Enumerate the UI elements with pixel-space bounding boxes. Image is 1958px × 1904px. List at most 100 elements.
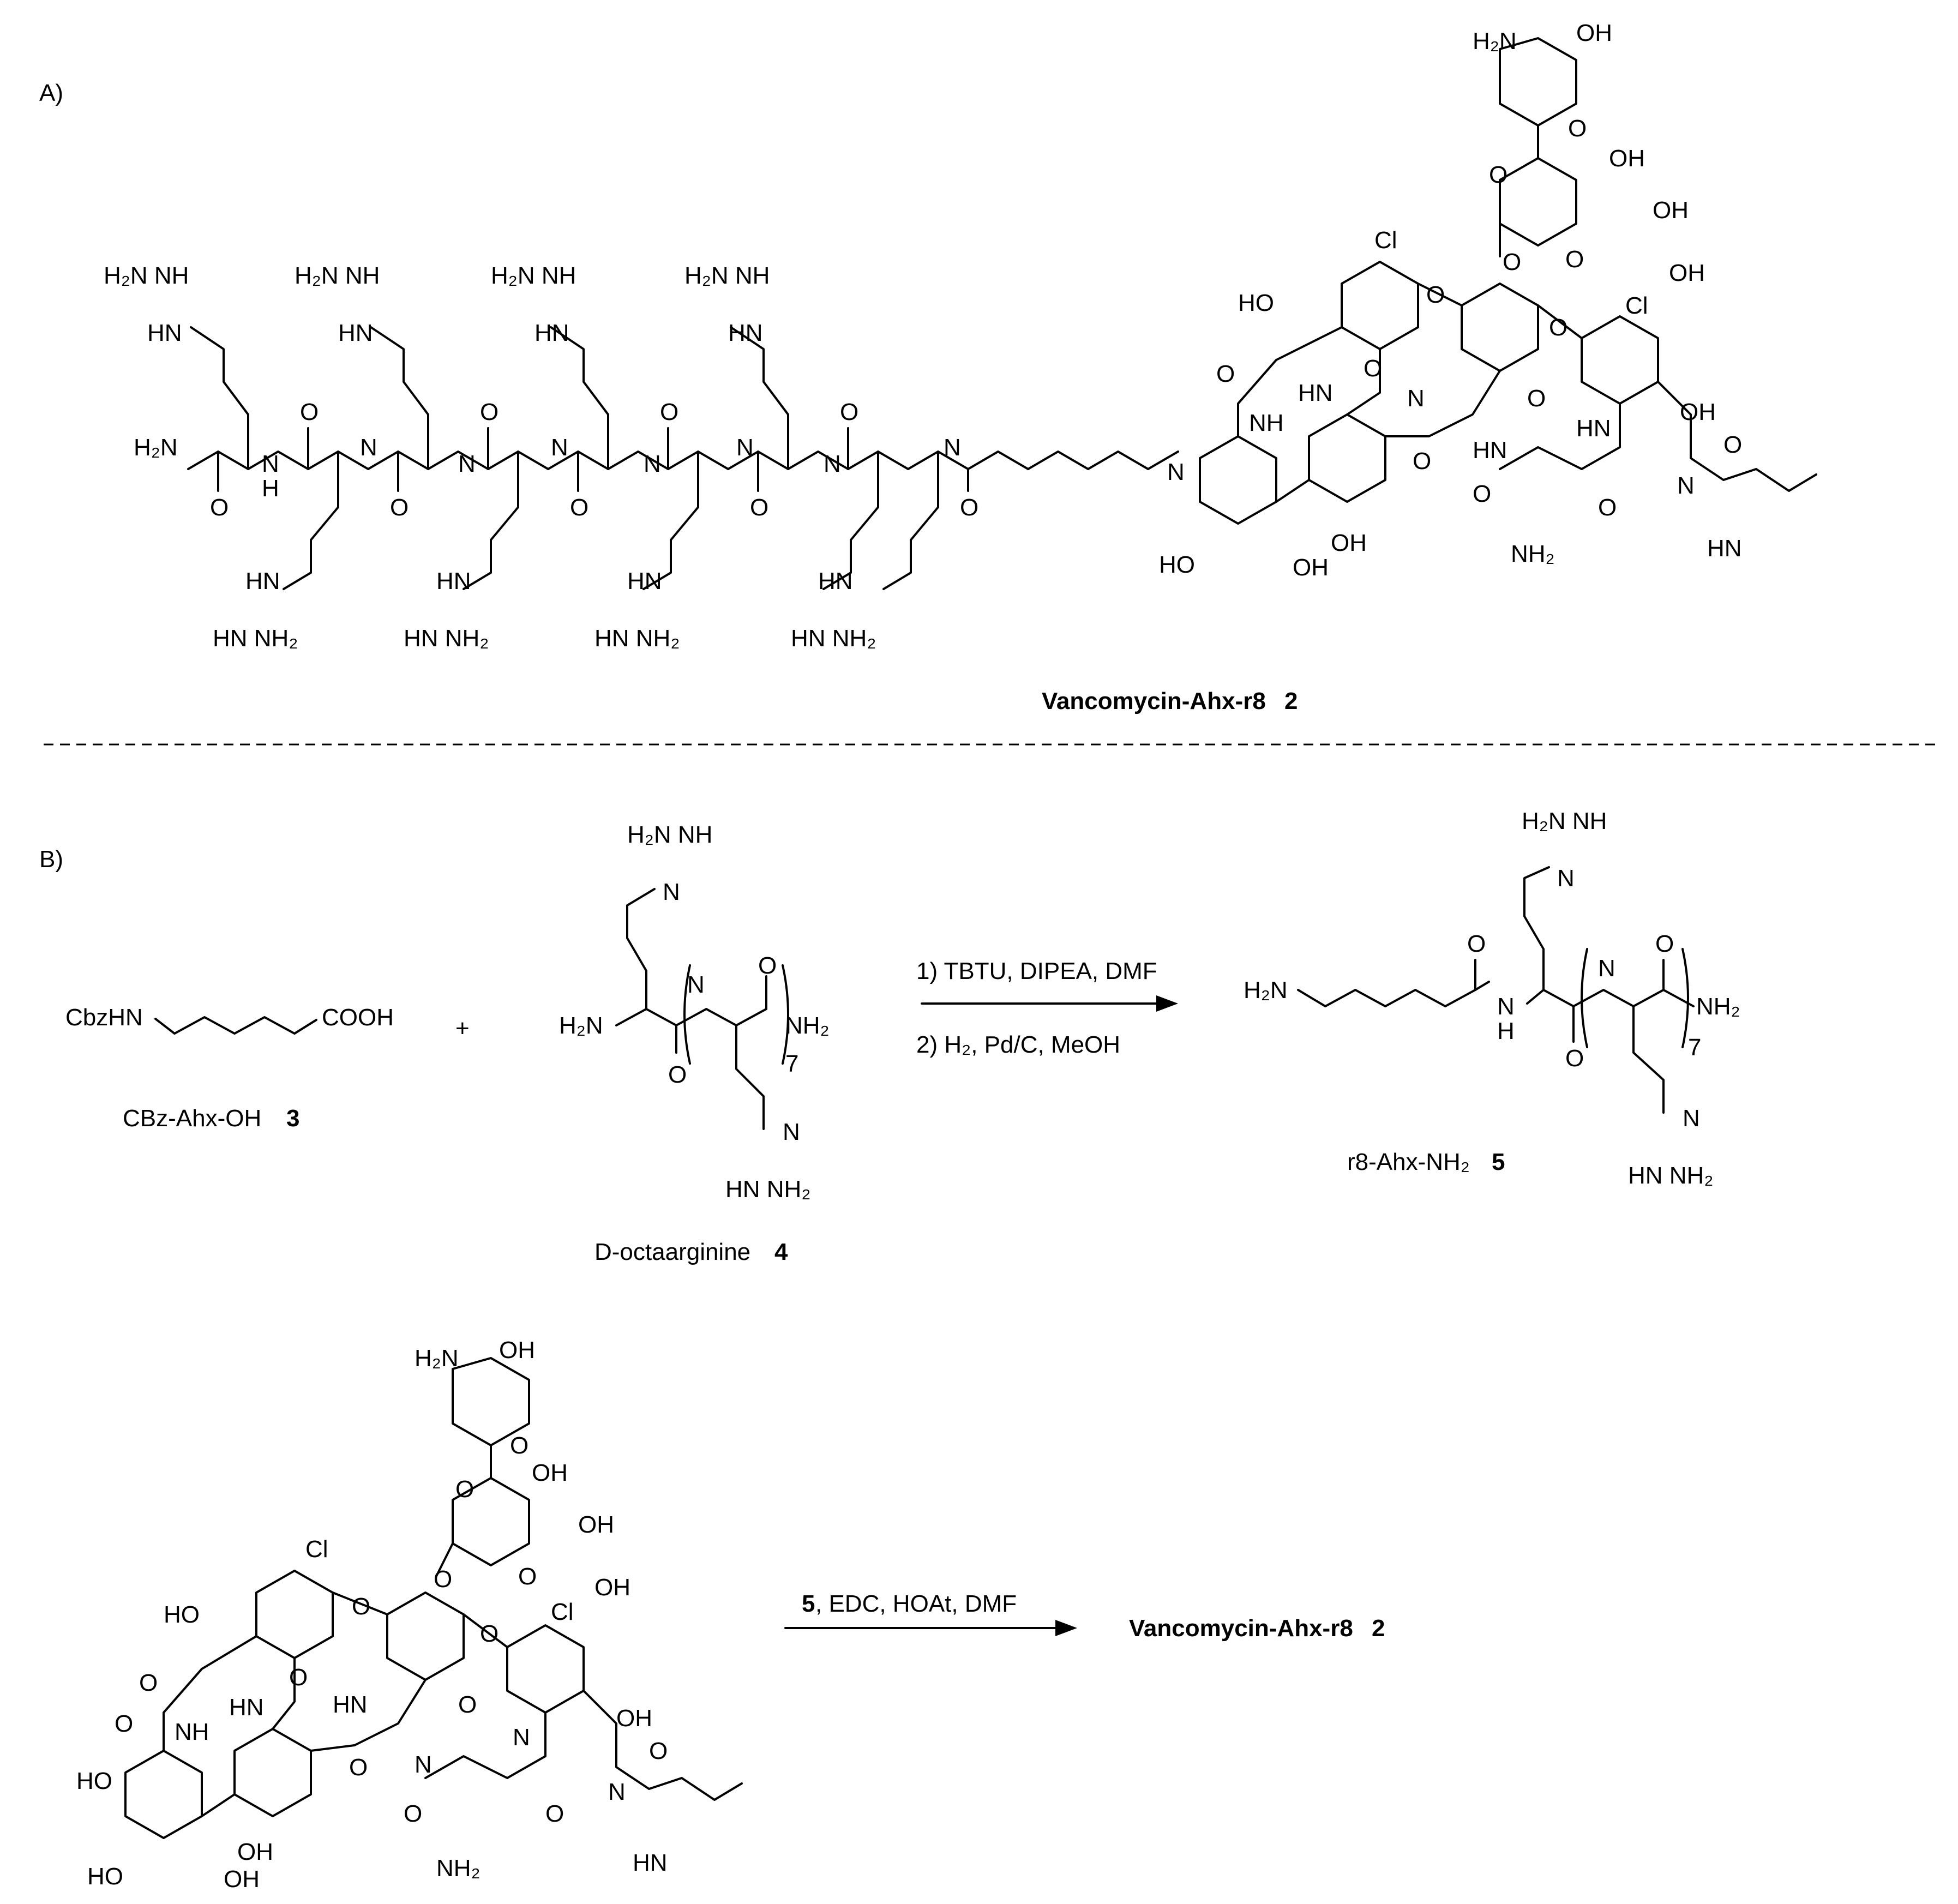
b-hydroxy-ho-1: HO — [164, 1601, 200, 1628]
amide-h-1: H — [262, 475, 279, 502]
carbonyl-o-a4: O — [1527, 385, 1546, 412]
carbonyl-o-6: O — [660, 399, 678, 425]
terminal-amide: H₂N — [134, 434, 178, 461]
compound-3-number: 3 — [286, 1105, 299, 1132]
compound-2-number: 2 — [1284, 688, 1298, 714]
sugar-oh-3: OH — [1653, 197, 1689, 224]
amide-n-5b: N — [1598, 955, 1615, 982]
carbonyl-o-5b: O — [1565, 1045, 1584, 1072]
ether-o-2: O — [1549, 314, 1567, 341]
carbonyl-o-5a: O — [1467, 930, 1486, 957]
vancomycin-labels-a: H₂N OH O O OH OH O OH O Cl Cl O O HO OH … — [1159, 20, 1742, 581]
b-sugar-oh-2: OH — [532, 1459, 568, 1486]
carbonyl-o-8: O — [840, 399, 858, 425]
guanidine-bottom-hn-3: HN — [627, 568, 662, 594]
b-asn-nh2: NH₂ — [436, 1855, 481, 1882]
chloro-2: Cl — [1625, 292, 1648, 319]
b-phenol-ho-1: HO — [87, 1863, 123, 1890]
carbonyl-o-a1: O — [1216, 361, 1235, 387]
compound-2-name: Vancomycin-Ahx-r8 — [1042, 688, 1266, 714]
guanidine-bottom-hn-1: HN — [245, 568, 280, 594]
ahx-linker-n: N — [1167, 459, 1185, 485]
guanidine-bottom-3: HN NH₂ — [594, 625, 680, 652]
b-sugar-amine: H₂N — [415, 1345, 459, 1372]
compound-4-number: 4 — [774, 1239, 788, 1265]
b-glycosidic-o-1: O — [455, 1476, 474, 1503]
carbonyl-o-a2: O — [1364, 355, 1382, 382]
compound-5-structure — [1297, 866, 1695, 1114]
panel-a-label: A) — [39, 80, 63, 106]
panel-b-label: B) — [39, 846, 63, 873]
amide-h-5: H — [1497, 1018, 1515, 1044]
amide-nh-a1: NH — [1249, 410, 1284, 436]
chloro-1: Cl — [1374, 227, 1397, 254]
guanidine-bottom-hn-2: HN — [436, 568, 471, 594]
amide-n-5: N — [644, 451, 661, 477]
amide-n-2: N — [360, 434, 377, 461]
sugar-oh-2: OH — [1609, 145, 1645, 172]
b-carbonyl-o-2: O — [289, 1664, 308, 1691]
carbonyl-o-7: O — [750, 494, 768, 521]
carbonyl-o-5c: O — [1655, 930, 1674, 957]
b-carbonyl-o-5: O — [545, 1800, 564, 1827]
glycosidic-o-1: O — [1489, 161, 1507, 188]
b-amide-n-3: N — [415, 1751, 432, 1778]
phenol-oh-2: OH — [1293, 554, 1329, 581]
guanidine-bottom-1: HN NH₂ — [213, 625, 298, 652]
guanidine-hn-3: HN — [534, 320, 569, 346]
reaction-step-1: 1) TBTU, DIPEA, DMF — [916, 958, 1157, 984]
carbonyl-o-4: O — [480, 399, 498, 425]
carbonyl-o-4b: O — [668, 1061, 687, 1088]
b-sugar-oh-3: OH — [578, 1511, 614, 1538]
guanidine-top-3: H₂N NH — [491, 262, 576, 289]
guanidine-hn-5c: N — [1683, 1105, 1700, 1132]
product-number: 2 — [1372, 1615, 1385, 1642]
b-amide-nh-1: NH — [175, 1719, 209, 1745]
sugar-oh-4: OH — [1669, 260, 1705, 286]
amide-hn-a1: HN — [1298, 380, 1333, 406]
b-sugar-oh-4: OH — [594, 1574, 630, 1601]
ether-o-1: O — [1426, 281, 1445, 308]
b-n-methyl-hn: HN — [633, 1849, 668, 1876]
guanidine-bottom-4b: HN NH₂ — [725, 1176, 810, 1203]
sugar-amine: H₂N — [1473, 28, 1517, 55]
amide-n-1: N — [262, 451, 279, 477]
b-hydroxy-oh-5: OH — [616, 1705, 652, 1732]
amide-n-4b: N — [687, 971, 705, 998]
b-phenol-oh-3: OH — [237, 1839, 273, 1865]
carbonyl-o-1: O — [210, 494, 229, 521]
vancomycin-core-a — [1199, 37, 1817, 525]
reaction-step-3-number: 5 — [802, 1590, 815, 1617]
reaction-arrow-2-head — [1055, 1620, 1077, 1636]
asn-nh2: NH₂ — [1511, 540, 1555, 567]
guanidine-hn-2: HN — [338, 320, 373, 346]
cbz-amine: CbzHN — [65, 1004, 143, 1031]
carbonyl-o-4c: O — [758, 952, 777, 979]
guanidine-top-4: H₂N NH — [684, 262, 770, 289]
b-amide-n-5: N — [608, 1779, 626, 1805]
sugar-oh-1: OH — [1576, 20, 1612, 46]
guanidine-hn-4b: N — [663, 879, 680, 905]
b-amide-hn-2: HN — [333, 1691, 368, 1718]
amide-n-8: N — [944, 434, 961, 461]
carbonyl-o-5: O — [570, 494, 588, 521]
b-glycosidic-o-2: O — [434, 1566, 452, 1593]
b-phenol-oh-2: OH — [224, 1866, 260, 1893]
n-methyl-hn: HN — [1707, 535, 1742, 562]
b-chloro-2: Cl — [551, 1599, 574, 1625]
arginine-side-chains-down — [283, 451, 939, 590]
phenol-ho-1: HO — [1159, 551, 1195, 578]
amide-n-a2: N — [1407, 385, 1425, 412]
carbonyl-o-a7: O — [1723, 431, 1742, 458]
amide-n-3: N — [458, 451, 476, 477]
b-amide-hn-1: HN — [229, 1694, 264, 1721]
b-carboxyl-o: O — [115, 1710, 133, 1737]
backbone-atoms: H₂N O N H O N O N O N O N O N O N O N O … — [134, 399, 1185, 521]
compound-3-caption: CBz-Ahx-OH — [123, 1105, 261, 1132]
repeat-subscript-5: 7 — [1688, 1034, 1701, 1061]
guanidine-bottom-2: HN NH₂ — [404, 625, 489, 652]
d-octaarginine-structure — [615, 888, 789, 1130]
sugar-ring-o-1: O — [1568, 115, 1587, 142]
b-sugar-ring-o-2: O — [518, 1563, 537, 1590]
